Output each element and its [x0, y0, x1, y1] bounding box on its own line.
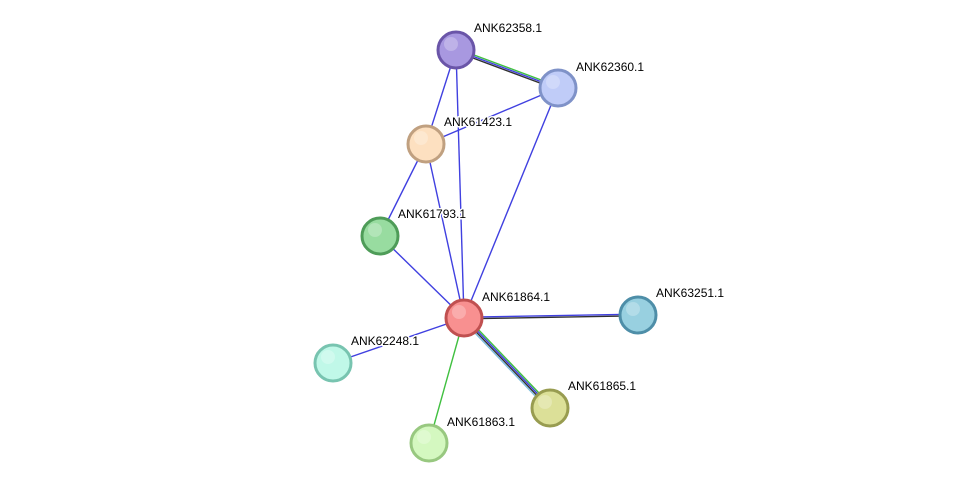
- node-circle[interactable]: [360, 216, 400, 256]
- node-circle[interactable]: [409, 423, 449, 463]
- node-label: ANK61863.1: [447, 415, 515, 429]
- node-label: ANK61865.1: [568, 379, 636, 393]
- node-circle[interactable]: [313, 343, 353, 383]
- edge-line: [463, 313, 638, 318]
- node-ANK61863.1[interactable]: ANK61863.1: [409, 414, 517, 463]
- node-label: ANK61423.1: [444, 115, 512, 129]
- edge-line: [465, 315, 553, 407]
- node-ANK61423.1[interactable]: ANK61423.1: [406, 114, 514, 164]
- node-ANK62248.1[interactable]: ANK62248.1: [313, 333, 421, 383]
- edge-ANK62358.1-ANK61864.1[interactable]: [455, 49, 465, 319]
- node-ANK62358.1[interactable]: ANK62358.1: [436, 20, 544, 70]
- node-ANK63251.1[interactable]: ANK63251.1: [618, 285, 726, 335]
- node-highlight: [321, 350, 335, 364]
- node-label: ANK62360.1: [576, 60, 644, 74]
- node-circle[interactable]: [444, 298, 484, 338]
- node-ANK61864.1[interactable]: ANK61864.1: [444, 289, 552, 338]
- node-circle[interactable]: [436, 30, 476, 70]
- edge-line: [461, 319, 549, 411]
- edge-line: [462, 318, 550, 410]
- node-label: ANK62248.1: [351, 334, 419, 348]
- edge-line: [332, 317, 465, 364]
- edge-line: [379, 235, 465, 319]
- edge-line: [455, 49, 465, 319]
- edge-line: [425, 87, 559, 145]
- edge-line: [463, 87, 559, 319]
- node-label: ANK62358.1: [474, 21, 542, 35]
- node-highlight: [626, 302, 640, 316]
- node-highlight: [444, 37, 458, 51]
- node-circle[interactable]: [538, 68, 578, 108]
- node-highlight: [368, 223, 382, 237]
- node-ANK62360.1[interactable]: ANK62360.1: [538, 59, 646, 108]
- edge-ANK61864.1-ANK63251.1[interactable]: [463, 313, 639, 320]
- node-highlight: [414, 131, 428, 145]
- node-label: ANK61793.1: [398, 207, 466, 221]
- node-circle[interactable]: [406, 124, 446, 164]
- node-highlight: [452, 305, 466, 319]
- node-label: ANK61864.1: [482, 290, 550, 304]
- edge-line: [425, 143, 465, 319]
- node-ANK61793.1[interactable]: ANK61793.1: [360, 206, 468, 256]
- edge-line: [464, 315, 639, 320]
- edge-ANK62360.1-ANK61864.1[interactable]: [463, 87, 559, 319]
- node-circle[interactable]: [530, 388, 570, 428]
- edge-line: [428, 317, 465, 444]
- edge-ANK61864.1-ANK61863.1[interactable]: [428, 317, 465, 444]
- node-label: ANK63251.1: [656, 286, 724, 300]
- node-circle[interactable]: [618, 295, 658, 335]
- node-highlight: [538, 395, 552, 409]
- node-highlight: [546, 75, 560, 89]
- edge-ANK61423.1-ANK61864.1[interactable]: [425, 143, 465, 319]
- edge-ANK62360.1-ANK61423.1[interactable]: [425, 87, 559, 145]
- edge-line: [464, 316, 552, 408]
- edge-ANK61864.1-ANK61865.1[interactable]: [461, 315, 553, 411]
- edge-ANK61864.1-ANK62248.1[interactable]: [332, 317, 465, 364]
- node-highlight: [417, 430, 431, 444]
- node-ANK61865.1[interactable]: ANK61865.1: [530, 378, 638, 428]
- edges-layer: [332, 47, 639, 444]
- edge-ANK61793.1-ANK61864.1[interactable]: [379, 235, 465, 319]
- nodes-layer: ANK62358.1ANK62360.1ANK61423.1ANK61793.1…: [313, 20, 726, 463]
